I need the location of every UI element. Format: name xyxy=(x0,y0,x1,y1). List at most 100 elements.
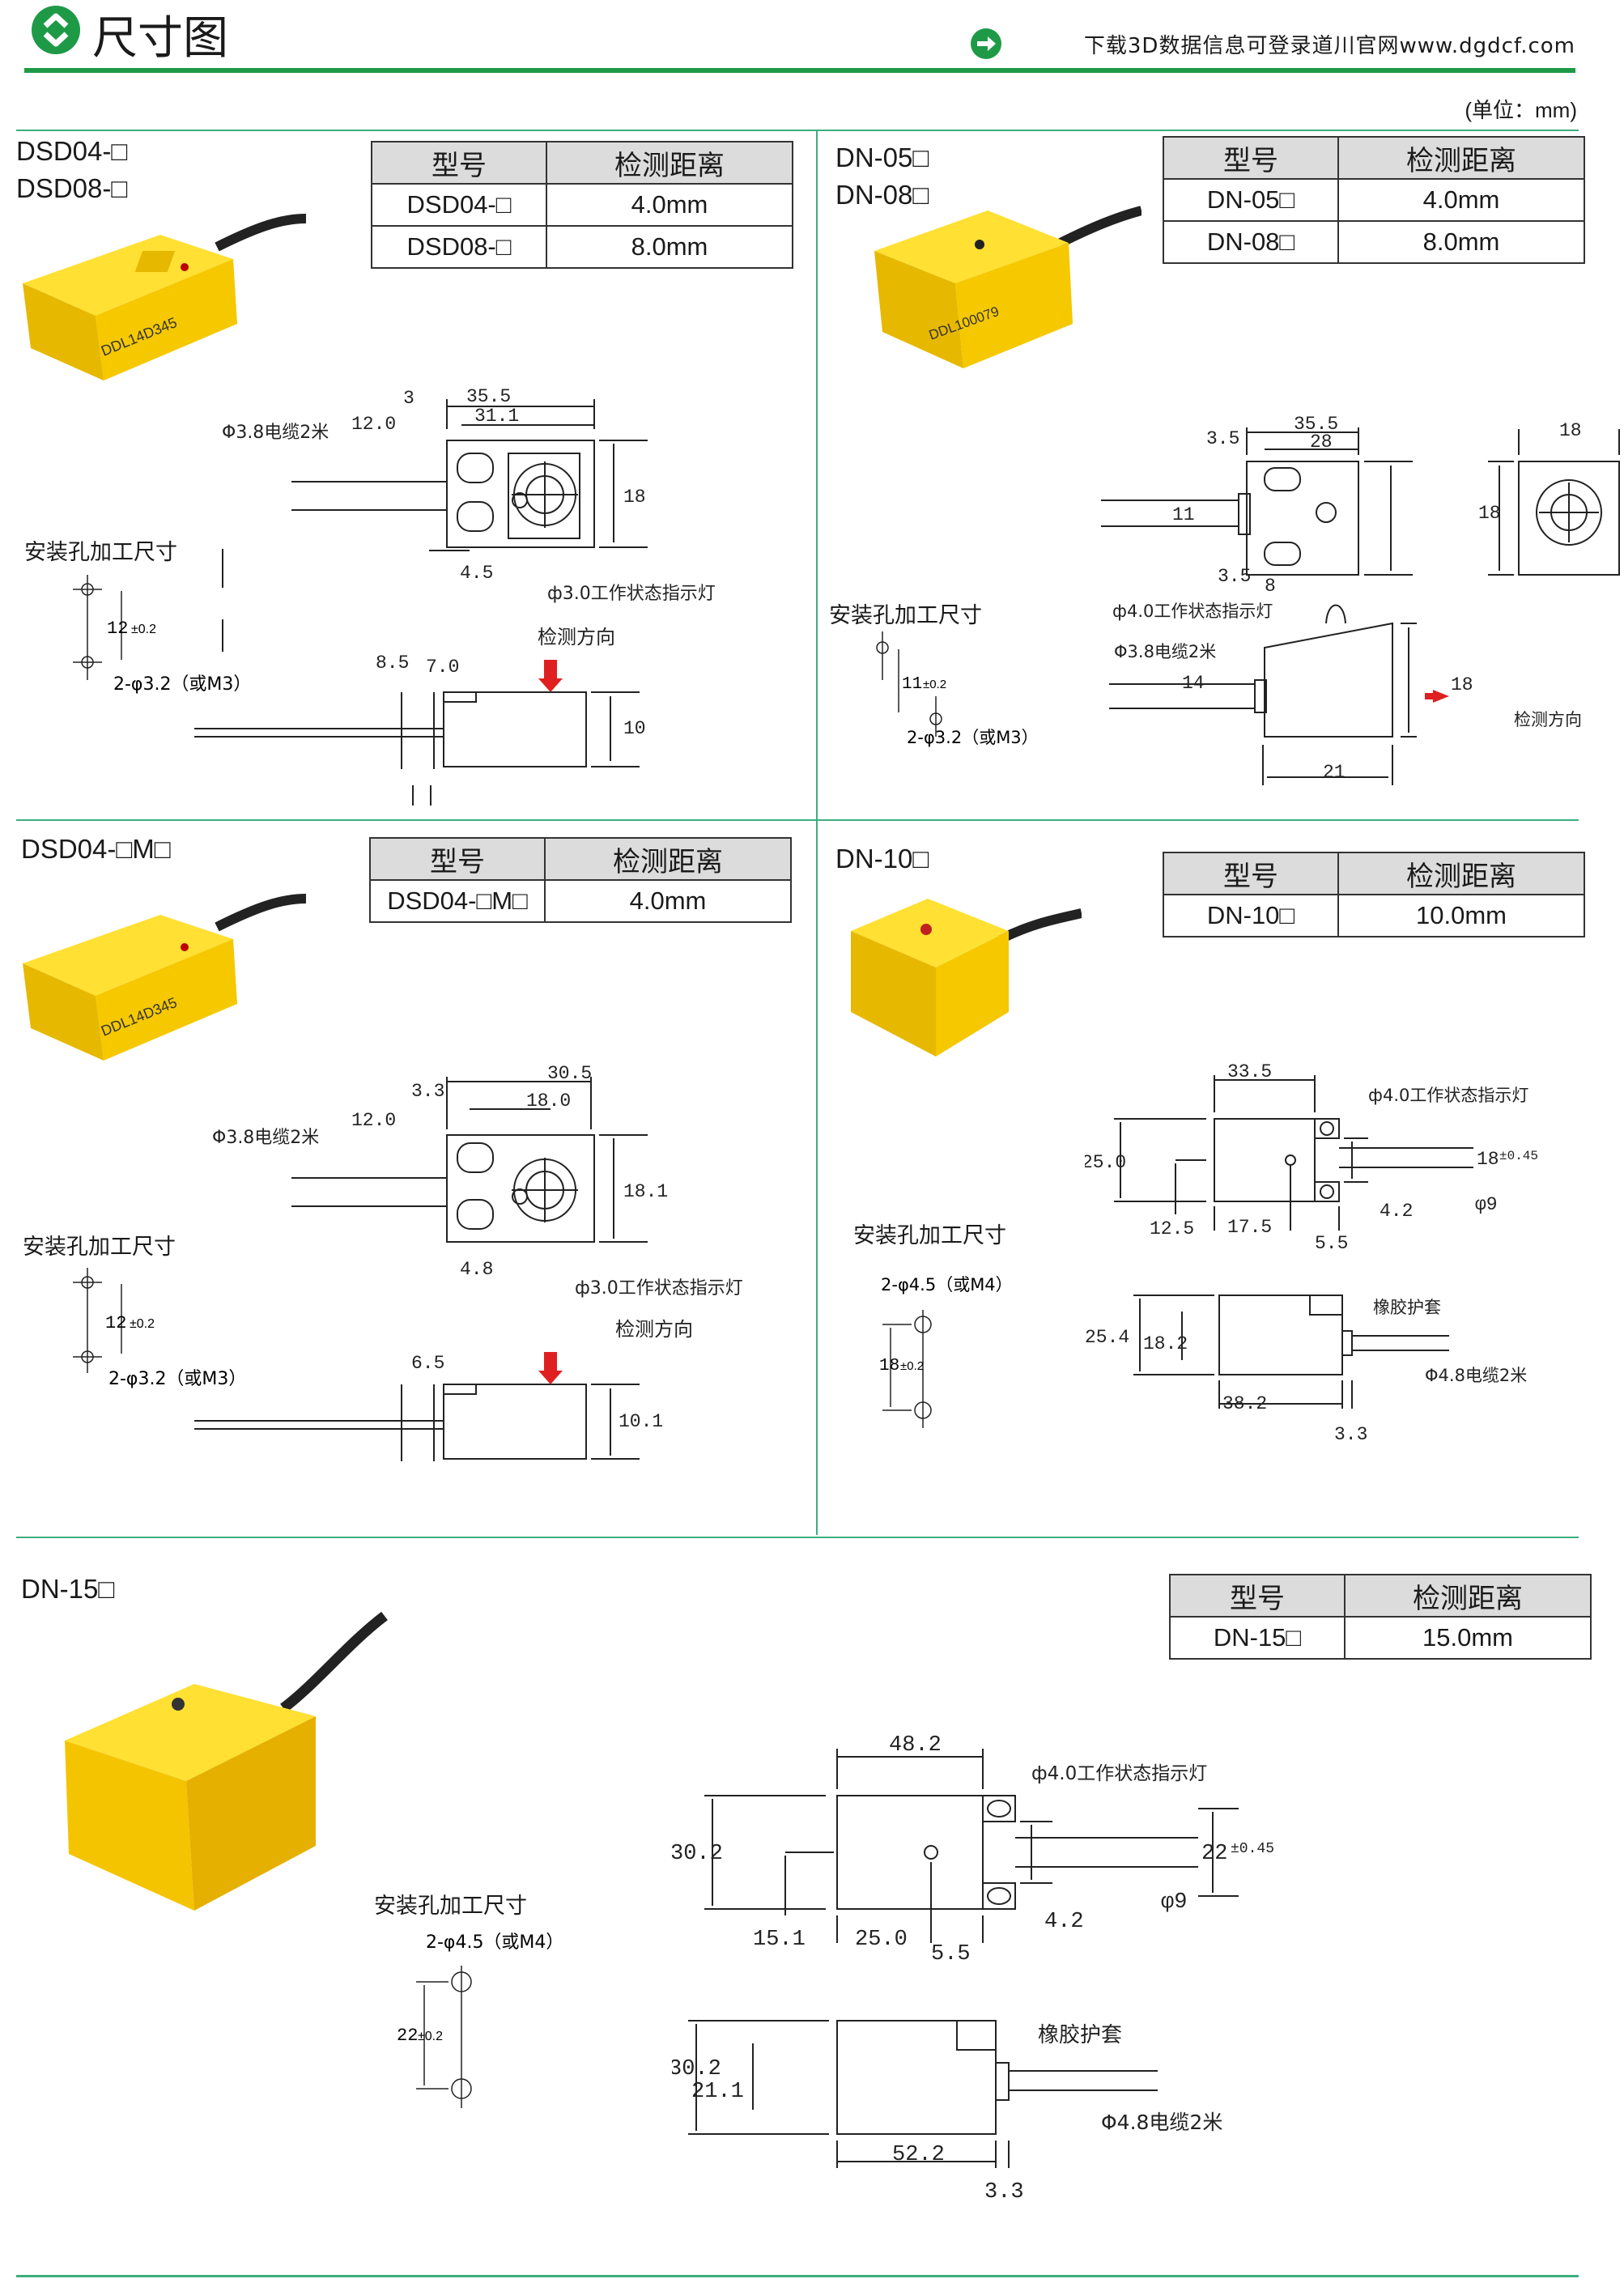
mount-hole-drawing: 11 ±0.2 2-φ3.2（或M3） xyxy=(876,631,1039,747)
svg-text:22: 22 xyxy=(397,2026,418,2046)
svg-text:30.2: 30.2 xyxy=(672,1842,723,1866)
svg-text:30.2: 30.2 xyxy=(672,2057,721,2081)
svg-text:Φ4.8电缆2米: Φ4.8电缆2米 xyxy=(1425,1366,1527,1385)
svg-text:17.5: 17.5 xyxy=(1227,1217,1272,1238)
svg-text:33.5: 33.5 xyxy=(1227,1061,1272,1082)
svg-text:8: 8 xyxy=(1265,576,1276,597)
model-name: DN-10□ xyxy=(835,844,929,874)
svg-text:检测方向: 检测方向 xyxy=(1514,710,1582,729)
svg-text:28: 28 xyxy=(1310,432,1333,453)
svg-text:21.1: 21.1 xyxy=(691,2080,744,2104)
divider xyxy=(16,130,1579,131)
svg-text:35.5: 35.5 xyxy=(466,386,511,407)
mount-title: 安装孔加工尺寸 xyxy=(23,1235,176,1260)
svg-text:Φ3.8电缆2米: Φ3.8电缆2米 xyxy=(222,423,329,443)
dimension-drawing: 35.5 31.1 3 12.0 18 4.5 8.5 7.0 10 Φ3.8电… xyxy=(194,386,716,806)
page-title: 尺寸图 xyxy=(92,12,228,65)
svg-text:18: 18 xyxy=(1559,420,1582,441)
svg-text:±0.45: ±0.45 xyxy=(1231,1841,1274,1857)
model-name: DN-15□ xyxy=(21,1574,115,1604)
mount-hole-drawing: 12 ±0.2 2-φ3.2（或M3） xyxy=(73,1268,246,1389)
mount-hole-drawing: 18 ±0.2 2-φ4.5（或M4） xyxy=(879,1275,1013,1428)
svg-text:18: 18 xyxy=(1478,503,1501,524)
svg-text:38.2: 38.2 xyxy=(1222,1393,1267,1414)
mount-title: 安装孔加工尺寸 xyxy=(374,1894,527,1919)
svg-text:φ9: φ9 xyxy=(1161,1890,1187,1915)
svg-text:3.3: 3.3 xyxy=(411,1081,444,1102)
arrow-right-icon xyxy=(971,28,1001,59)
svg-text:4.2: 4.2 xyxy=(1044,1910,1084,1934)
divider xyxy=(16,1537,1579,1538)
divider xyxy=(816,130,818,1535)
svg-text:48.2: 48.2 xyxy=(889,1733,942,1758)
website-note[interactable]: 下载3D数据信息可登录道川官网www.dgdcf.com xyxy=(1083,34,1575,58)
svg-text:35.5: 35.5 xyxy=(1294,414,1338,435)
svg-text:10: 10 xyxy=(623,718,646,739)
svg-text:2-φ4.5（或M4）: 2-φ4.5（或M4） xyxy=(426,1932,563,1953)
svg-text:12: 12 xyxy=(107,619,128,639)
header-rule xyxy=(24,68,1575,73)
svg-text:2-φ3.2（或M3）: 2-φ3.2（或M3） xyxy=(113,674,251,695)
svg-text:18: 18 xyxy=(879,1357,899,1375)
svg-text:18: 18 xyxy=(1477,1149,1499,1170)
svg-text:φ9: φ9 xyxy=(1475,1194,1498,1215)
svg-text:21: 21 xyxy=(1323,762,1346,783)
model-name: DSD04-□DSD08-□ xyxy=(16,136,128,203)
mount-title: 安装孔加工尺寸 xyxy=(829,603,982,628)
dimension-drawing: 33.5 25.0 18 ±0.45 12.5 17.5 5.5 4.2 φ9 … xyxy=(1085,1061,1538,1445)
svg-text:7.0: 7.0 xyxy=(426,657,459,678)
svg-text:22: 22 xyxy=(1201,1842,1227,1866)
svg-text:8.5: 8.5 xyxy=(376,653,409,674)
svg-text:3: 3 xyxy=(403,388,415,409)
svg-text:3.5: 3.5 xyxy=(1218,566,1251,587)
svg-text:±0.2: ±0.2 xyxy=(923,678,946,691)
svg-text:±0.2: ±0.2 xyxy=(130,1317,155,1331)
product-photo xyxy=(851,899,1082,1056)
svg-text:3.3: 3.3 xyxy=(1334,1424,1367,1445)
spec-table: 型号检测距离 DN-15□15.0mm xyxy=(1169,1574,1592,1660)
svg-text:10.1: 10.1 xyxy=(619,1411,663,1432)
svg-text:ф4.0工作状态指示灯: ф4.0工作状态指示灯 xyxy=(1112,602,1273,621)
spec-table: 型号检测距离 DSD04-□M□4.0mm xyxy=(369,837,792,923)
spec-table: 型号检测距离 DN-05□4.0mm DN-08□8.0mm xyxy=(1163,136,1585,264)
mount-title: 安装孔加工尺寸 xyxy=(24,540,177,565)
svg-text:2-φ3.2（或M3）: 2-φ3.2（或M3） xyxy=(907,728,1039,747)
svg-text:5.5: 5.5 xyxy=(1315,1233,1348,1254)
svg-text:18.1: 18.1 xyxy=(623,1181,668,1202)
svg-text:18.2: 18.2 xyxy=(1143,1333,1188,1354)
svg-text:30.5: 30.5 xyxy=(547,1063,592,1084)
svg-text:3.3: 3.3 xyxy=(984,2180,1024,2204)
svg-text:ф3.0工作状态指示灯: ф3.0工作状态指示灯 xyxy=(547,584,716,604)
divider xyxy=(16,2275,1579,2277)
svg-text:25.0: 25.0 xyxy=(1085,1152,1126,1173)
product-photo: DDL14D345 xyxy=(23,214,306,380)
svg-text:Φ4.8电缆2米: Φ4.8电缆2米 xyxy=(1101,2111,1222,2134)
svg-text:15.1: 15.1 xyxy=(753,1928,806,1952)
svg-text:ф4.0工作状态指示灯: ф4.0工作状态指示灯 xyxy=(1031,1763,1207,1784)
svg-text:ф4.0工作状态指示灯: ф4.0工作状态指示灯 xyxy=(1368,1086,1528,1105)
svg-text:±0.2: ±0.2 xyxy=(131,623,156,636)
svg-text:4.2: 4.2 xyxy=(1380,1201,1413,1222)
section-chevron-icon xyxy=(32,6,80,54)
svg-text:12.0: 12.0 xyxy=(351,1110,396,1131)
product-photo xyxy=(65,1611,388,1911)
model-name: DN-05□DN-08□ xyxy=(835,142,929,210)
svg-text:12: 12 xyxy=(105,1313,126,1333)
svg-text:12.5: 12.5 xyxy=(1150,1218,1194,1239)
svg-text:18: 18 xyxy=(1451,674,1473,695)
spec-table: 型号检测距离 DSD04-□4.0mm DSD08-□8.0mm xyxy=(371,141,793,269)
svg-text:11: 11 xyxy=(902,675,922,694)
svg-text:52.2: 52.2 xyxy=(892,2143,945,2167)
svg-text:±0.2: ±0.2 xyxy=(418,2030,443,2043)
svg-text:25.0: 25.0 xyxy=(855,1928,908,1952)
dimension-drawing: 30.5 18.0 3.3 12.0 18.1 4.8 6.5 10.1 Φ3.… xyxy=(194,1063,743,1461)
unit-label: (单位：mm) xyxy=(1465,98,1577,122)
svg-text:18: 18 xyxy=(623,487,646,508)
svg-text:橡胶护套: 橡胶护套 xyxy=(1373,1298,1441,1317)
mount-hole-drawing: 22 ±0.2 2-φ4.5（或M4） xyxy=(397,1932,563,2108)
svg-text:4.5: 4.5 xyxy=(460,563,493,584)
svg-text:14: 14 xyxy=(1182,673,1205,694)
model-name: DSD04-□M□ xyxy=(21,834,171,864)
svg-text:Φ3.8电缆2米: Φ3.8电缆2米 xyxy=(212,1128,319,1148)
svg-text:12.0: 12.0 xyxy=(351,414,396,435)
